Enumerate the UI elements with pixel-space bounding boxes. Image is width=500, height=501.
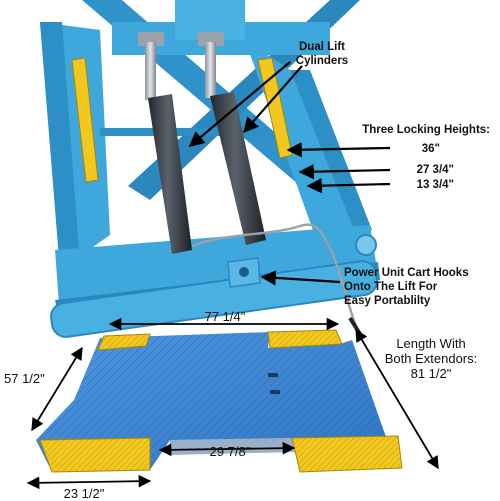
notch-width-label: 29 7/8" <box>209 444 251 459</box>
dim-side-length <box>31 346 83 432</box>
top-width-label: 77 1/4" <box>204 309 246 324</box>
cart-hook-label: Power Unit Cart Hooks Onto The Lift For … <box>344 266 469 308</box>
side-length-label: 57 1/2" <box>4 371 45 386</box>
cylinders-line-1: Dual Lift <box>299 41 345 53</box>
dim-ramp-width <box>26 474 152 490</box>
arrow-cylinder-left <box>188 61 291 147</box>
extended-line-1: Length With <box>396 336 466 351</box>
locking-heights-title: Three Locking Heights: <box>362 124 490 136</box>
arrow-cart-hook <box>260 270 341 286</box>
dim-notch-width <box>158 441 296 457</box>
arrow-cylinder-right <box>242 65 303 134</box>
dual-lift-cylinders-label: Dual Lift Cylinders <box>280 40 364 68</box>
height-mid-label: 27 3/4" <box>416 164 454 176</box>
cart-line-2: Onto The Lift For <box>344 281 438 293</box>
extended-length-label: Length With Both Extendors: 81 1/2" <box>370 336 492 381</box>
callout-arrows <box>188 61 391 286</box>
arrow-height-high <box>286 142 391 158</box>
dim-extended-length <box>355 328 439 470</box>
arrow-height-mid <box>298 163 391 180</box>
dimension-lines <box>26 317 439 490</box>
ramp-width-label: 23 1/2" <box>63 486 105 501</box>
extended-value: 81 1/2" <box>410 366 452 381</box>
height-high-label: 36" <box>421 143 440 155</box>
extended-line-2: Both Extendors: <box>384 351 478 366</box>
cart-line-3: Easy Portablilty <box>344 295 431 307</box>
height-low-label: 13 3/4" <box>416 179 454 191</box>
cart-line-1: Power Unit Cart Hooks <box>344 267 469 279</box>
cylinders-line-2: Cylinders <box>295 55 349 67</box>
arrow-height-low <box>306 177 391 194</box>
